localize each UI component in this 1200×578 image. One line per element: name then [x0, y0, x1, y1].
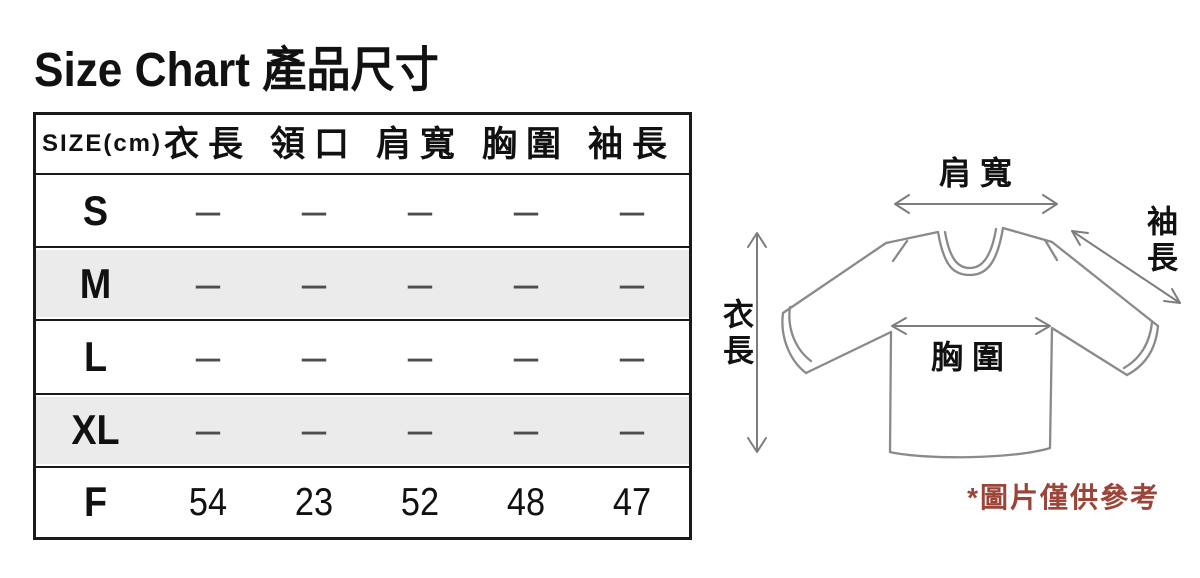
table-row-xl: XL – – – – –: [36, 394, 689, 468]
cell-value: –: [195, 332, 221, 381]
shoulder-width-arrow: [894, 194, 1058, 214]
shoulder-width-label: 肩寬: [938, 155, 1021, 191]
cell-value: –: [407, 332, 433, 381]
cell-value: –: [301, 258, 327, 308]
page-title: Size Chart 產品尺寸: [34, 44, 439, 97]
cell-value: –: [407, 258, 433, 308]
size-table: SIZE(cm) 衣長 領口 肩寬 胸圍 袖長 S – – – – – M – …: [33, 112, 692, 540]
sleeve-length-label: 袖長: [1142, 205, 1177, 277]
table-row-s: S – – – – –: [36, 175, 689, 249]
cell-value: –: [407, 185, 433, 235]
chest-width-label: 胸圍: [930, 339, 1013, 375]
size-label: S: [82, 186, 109, 234]
size-label: L: [83, 333, 108, 380]
sleeve-length-arrow: [1071, 230, 1181, 304]
left-underarm: [804, 330, 893, 375]
cell-value: 23: [294, 480, 334, 524]
left-sleeve-outer: [781, 230, 940, 315]
table-row-m: M – – – – –: [36, 248, 689, 322]
cell-value: 52: [400, 480, 440, 524]
right-cuff-outer: [1125, 324, 1160, 377]
column-header-garment-length: 衣長: [163, 124, 252, 164]
collar-inner: [943, 227, 998, 270]
cell-value: –: [619, 185, 645, 235]
shirt-outline: [781, 226, 1160, 459]
cell-value: –: [195, 258, 221, 308]
size-label: XL: [71, 406, 120, 454]
table-row-l: L – – – – –: [36, 321, 689, 395]
size-label: M: [79, 259, 112, 307]
table-row-f: F 54 23 52 48 47: [36, 467, 689, 538]
column-header-shoulder-width: 肩寬: [375, 124, 464, 164]
cell-value: –: [301, 332, 327, 381]
cell-value: –: [195, 405, 221, 455]
left-cuff-inner: [788, 305, 813, 363]
cell-value: –: [301, 185, 327, 235]
cell-value: –: [619, 332, 645, 381]
collar-outer: [936, 226, 1005, 277]
cell-value: –: [513, 258, 539, 308]
size-label: F: [83, 478, 108, 526]
cell-value: –: [301, 405, 327, 455]
cell-value: –: [513, 185, 539, 235]
left-shoulder-seam: [891, 239, 909, 263]
chest-width-arrow: [891, 317, 1051, 335]
column-header-sleeve-length: 袖長: [587, 124, 676, 164]
column-header-neckline: 領口: [269, 124, 358, 164]
cell-value: 48: [506, 480, 546, 524]
cell-value: –: [513, 405, 539, 455]
size-unit-header: SIZE(cm): [42, 130, 163, 157]
left-cuff-outer: [781, 311, 808, 375]
shirt-measurement-diagram: 肩寬 胸圍 袖長 衣長 *圖片僅供參考: [700, 120, 1200, 560]
cell-value: –: [407, 405, 433, 455]
cell-value: –: [619, 258, 645, 308]
column-header-chest: 胸圍: [481, 124, 570, 164]
right-shoulder-seam: [1043, 238, 1059, 262]
measurement-arrows: [747, 194, 1181, 453]
cell-value: 54: [188, 480, 228, 524]
body: [888, 326, 1054, 459]
cell-value: –: [619, 405, 645, 455]
right-underarm: [1050, 326, 1129, 377]
right-cuff-inner: [1122, 320, 1154, 370]
right-sleeve-outer: [1001, 226, 1160, 328]
cell-value: 47: [612, 480, 652, 524]
shirt-outline-drawing: [747, 194, 1181, 459]
cell-value: –: [513, 332, 539, 381]
garment-length-label: 衣長: [718, 298, 753, 370]
garment-length-arrow: [747, 232, 767, 453]
reference-note: *圖片僅供參考: [967, 482, 1160, 513]
table-header-row: SIZE(cm) 衣長 領口 肩寬 胸圍 袖長: [36, 115, 689, 175]
cell-value: –: [195, 185, 221, 235]
